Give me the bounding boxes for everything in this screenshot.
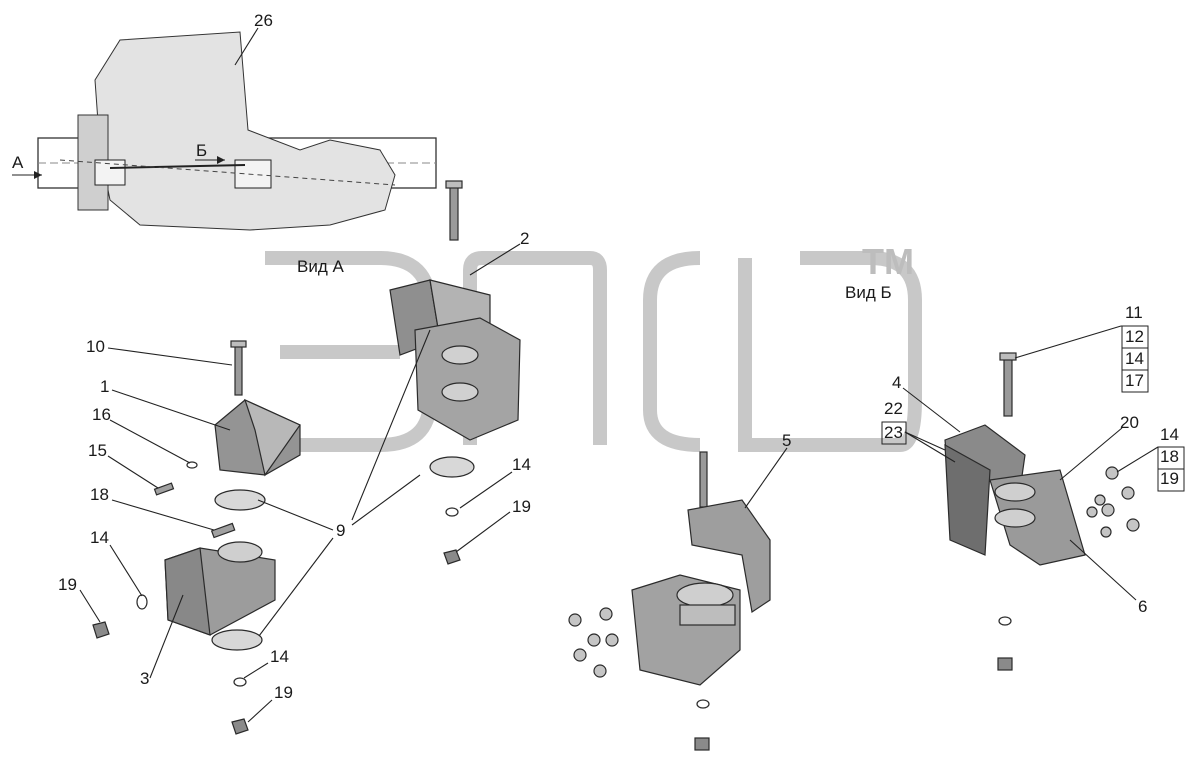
callout-19-right: 19: [1160, 469, 1179, 488]
watermark-logo: ТМ: [265, 241, 922, 452]
callout-19-right-box: [1157, 468, 1185, 492]
callout-18: 18: [90, 485, 109, 504]
washer-top: [429, 456, 475, 565]
view-b-caption: Вид Б: [845, 283, 892, 302]
engine-overview: А Б: [12, 31, 437, 231]
arrow-a-label: А: [12, 153, 24, 172]
callout-14-left: 14: [90, 528, 109, 547]
callout-19-left: 19: [58, 575, 77, 594]
leader-lines: [79, 27, 1159, 723]
callout-1: 1: [100, 377, 109, 396]
callout-17: 17: [1125, 371, 1144, 390]
callout-2: 2: [520, 229, 529, 248]
callout-5: 5: [782, 431, 791, 450]
bolt-part: [445, 180, 463, 241]
bracket-1: [214, 398, 301, 477]
bolt-10: [230, 340, 247, 396]
mount-upper: [414, 317, 521, 441]
callout-6: 6: [1138, 597, 1147, 616]
callout-4: 4: [892, 373, 901, 392]
callout-12: 12: [1125, 327, 1144, 346]
callout-22: 22: [884, 399, 903, 418]
callout-11: 11: [1125, 303, 1143, 322]
mount-3: [164, 541, 276, 636]
callout-19-bottom: 19: [274, 683, 293, 702]
callout-14-right: 14: [1160, 425, 1179, 444]
callout-23: 23: [884, 423, 903, 442]
watermark-tm: ТМ: [862, 241, 914, 282]
callout-16: 16: [92, 405, 111, 424]
arrow-b-label: Б: [196, 141, 207, 160]
small-parts-left: [92, 461, 266, 639]
callout-19-mid: 19: [512, 497, 531, 516]
callout-10: 10: [86, 337, 105, 356]
lower-left-parts: [211, 629, 263, 735]
bracket-4-6-assembly: [944, 424, 1140, 671]
callout-26: 26: [254, 11, 273, 30]
view-a-caption: Вид А: [297, 257, 344, 276]
callout-9: 9: [336, 521, 345, 540]
callout-23-box: [881, 421, 907, 445]
callout-17-box: [1121, 369, 1149, 393]
bracket-5-assembly: [568, 451, 771, 751]
bolt-11: [999, 352, 1017, 417]
callout-14-mid: 14: [512, 455, 531, 474]
callout-3: 3: [140, 669, 149, 688]
callout-14-stack: 14: [1125, 349, 1144, 368]
callout-14-bottom: 14: [270, 647, 289, 666]
callout-18-right: 18: [1160, 447, 1179, 466]
callout-20: 20: [1120, 413, 1139, 432]
callout-15: 15: [88, 441, 107, 460]
